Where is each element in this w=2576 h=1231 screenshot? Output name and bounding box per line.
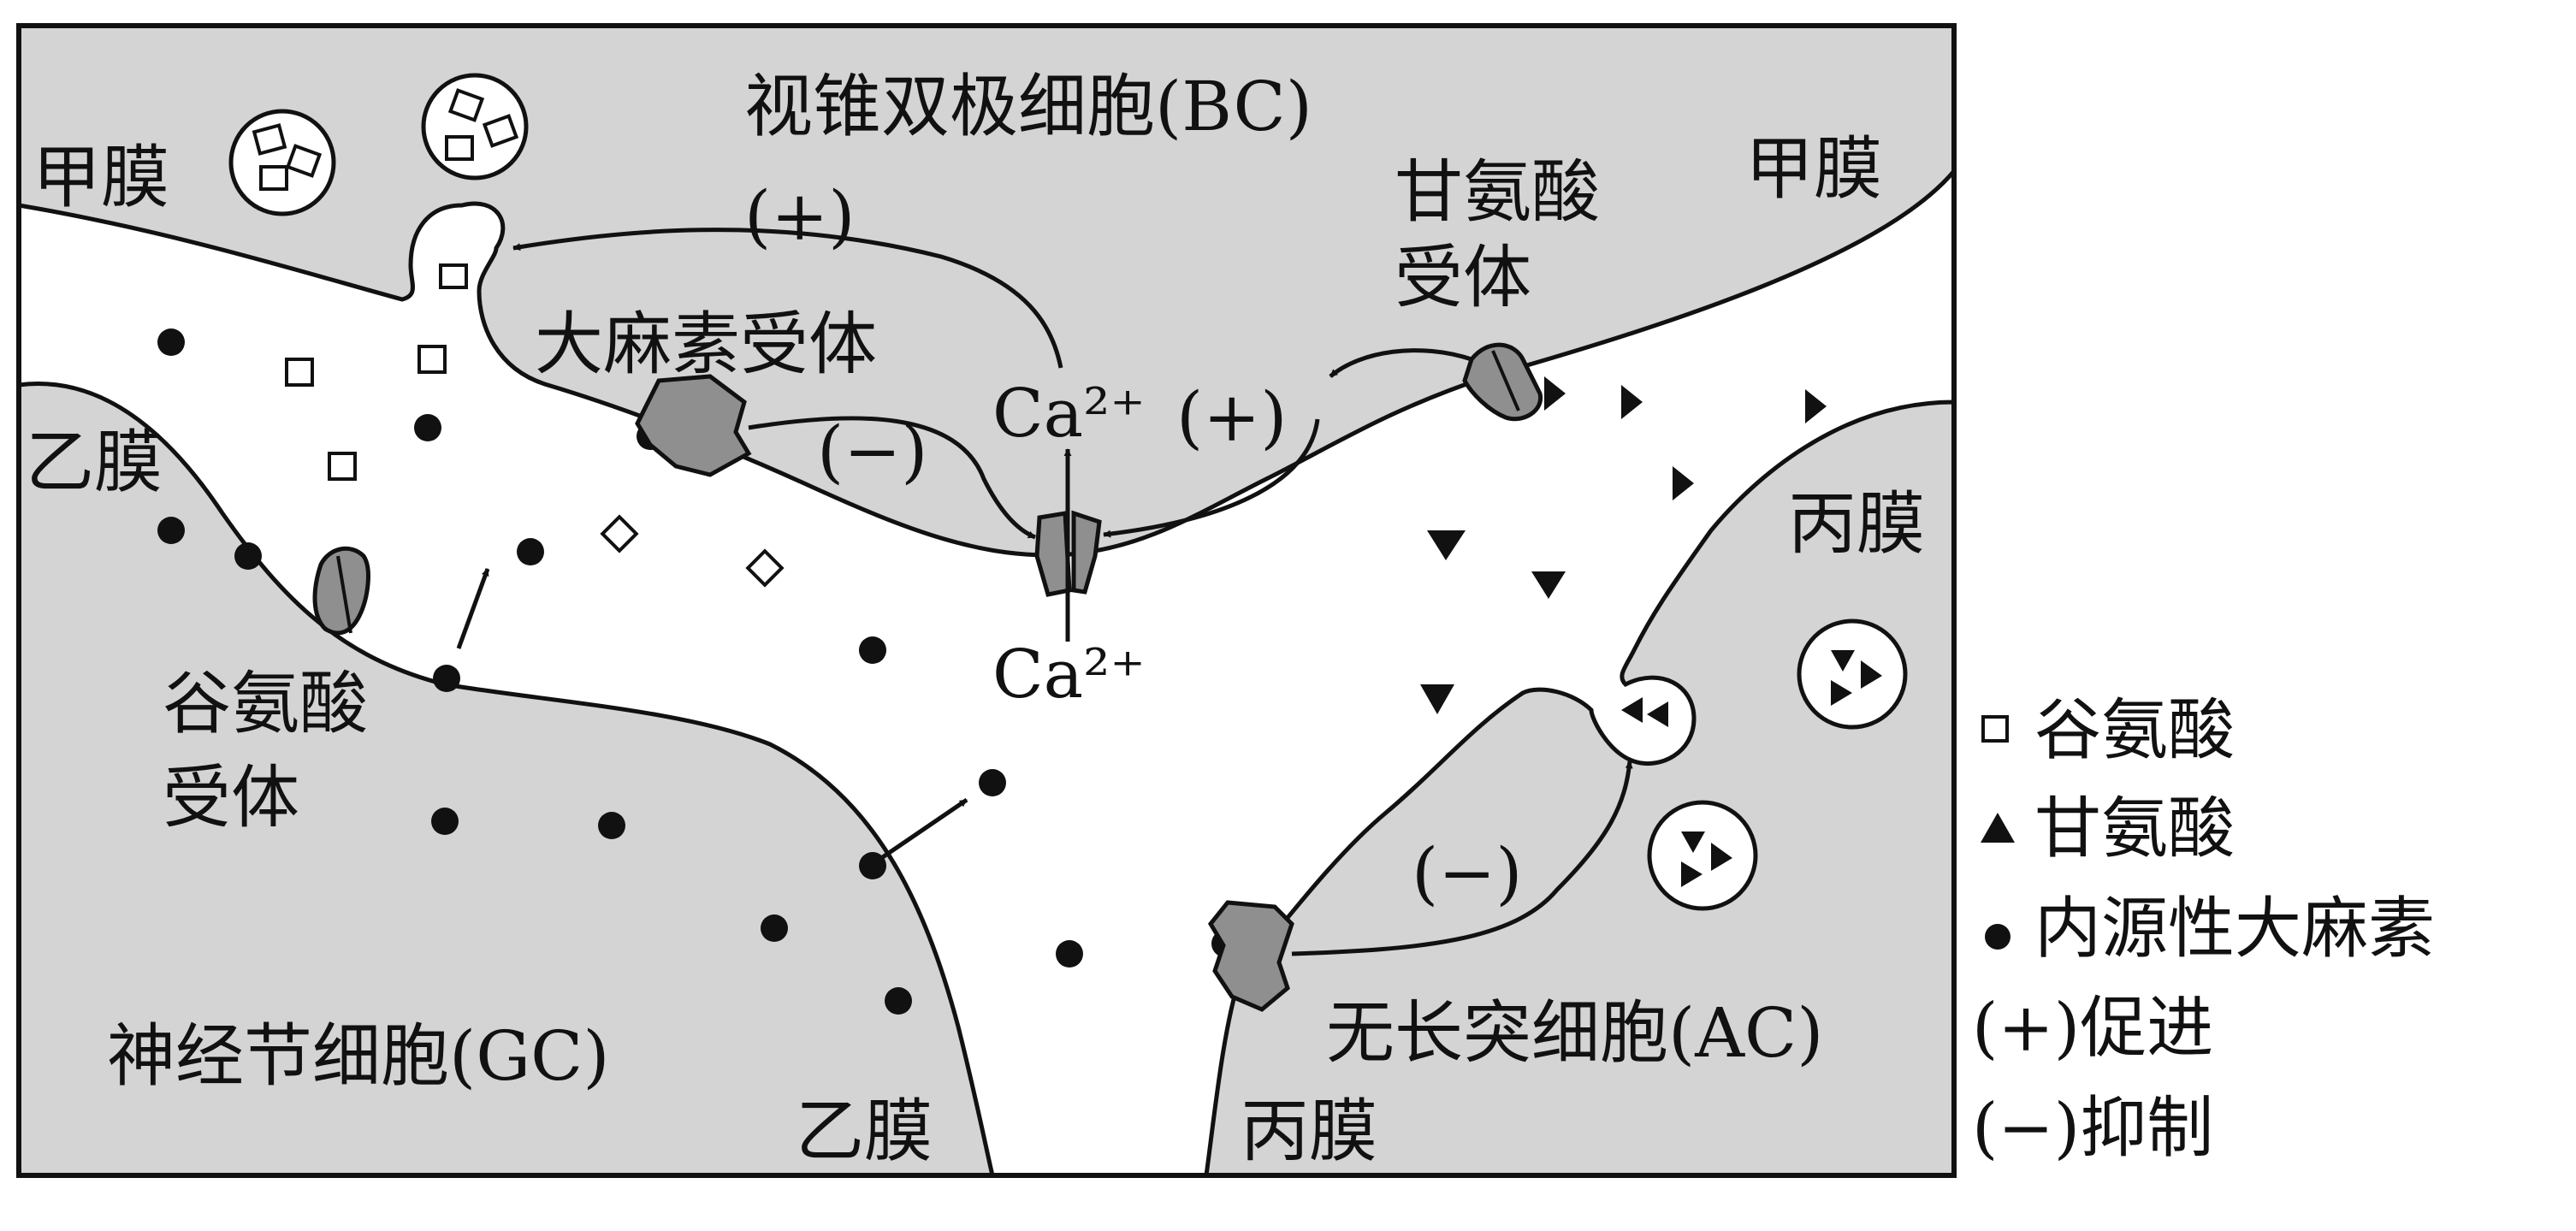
label-ac-cell: 无长突细胞(AC) — [1326, 993, 1823, 1073]
glutamate-receptor — [312, 546, 370, 636]
label-plus-top: (+) — [744, 176, 855, 256]
bc-vesicle-1 — [228, 109, 336, 216]
arrow-plus-mid — [1103, 418, 1320, 538]
label-minus-mid: (−) — [817, 411, 927, 491]
label-glutamate-receptor-1: 谷氨酸 — [163, 664, 368, 743]
label-ca-bottom: Ca²⁺ — [992, 636, 1146, 713]
label-membrane-yi-left: 乙膜 — [26, 423, 163, 502]
fusing-glycine-2 — [1647, 701, 1668, 727]
label-bc-cell: 视锥双极细胞(BC) — [744, 67, 1312, 146]
legend-endocannabinoid-icon — [1985, 924, 2010, 950]
fusing-glycine-1 — [1621, 697, 1643, 723]
diagram-frame — [16, 23, 1957, 1178]
label-glycine-receptor-2: 受体 — [1395, 238, 1531, 317]
label-plus-mid: (+) — [1176, 377, 1287, 457]
gc-cell-body — [16, 382, 996, 1178]
diamond-molecules — [600, 514, 785, 588]
glycine-receptor — [1462, 342, 1543, 422]
label-gc-cell: 神经节细胞(GC) — [107, 1016, 610, 1096]
legend-glycine: 甘氨酸 — [2034, 790, 2235, 867]
label-membrane-jia-right: 甲膜 — [1745, 129, 1882, 209]
fusing-vesicle-glutamate — [439, 263, 468, 289]
calcium-channel — [1034, 510, 1102, 597]
arrow-glycine-receptor — [1329, 348, 1472, 378]
label-cannabinoid-receptor: 大麻素受体 — [535, 305, 877, 384]
glutamate-molecules — [285, 345, 447, 481]
ac-receptor — [1207, 900, 1294, 1012]
legend-glycine-icon — [1981, 813, 2015, 843]
arrow-minus-mid — [748, 416, 1036, 540]
legend-glutamate-icon — [1981, 715, 2009, 743]
label-membrane-bing-right: 丙膜 — [1788, 484, 1925, 564]
label-membrane-jia-left: 甲膜 — [33, 138, 169, 217]
label-minus-bottom: (−) — [1412, 833, 1522, 913]
bc-vesicle-2 — [421, 73, 529, 181]
arrow-plus-top — [512, 228, 1063, 369]
legend: 谷氨酸 甘氨酸 内源性大麻素 (+)促进 (−)抑制 — [1972, 692, 2435, 1167]
cannabinoid-receptor — [635, 374, 752, 477]
label-glutamate-receptor-2: 受体 — [163, 758, 299, 837]
legend-inhibit: (−)抑制 — [1972, 1090, 2213, 1167]
label-membrane-bing-bottom: 丙膜 — [1241, 1092, 1377, 1171]
arrow-gc-right — [871, 797, 968, 867]
label-ca-top: Ca²⁺ — [992, 376, 1146, 453]
legend-promote: (+)促进 — [1972, 990, 2213, 1067]
arrow-minus-bottom — [1291, 760, 1633, 956]
label-glycine-receptor-1: 甘氨酸 — [1395, 152, 1600, 232]
endocannabinoid-molecules — [157, 328, 1239, 1015]
glycine-molecules — [1420, 376, 1827, 714]
legend-endocannabinoid: 内源性大麻素 — [2034, 891, 2435, 968]
legend-glutamate: 谷氨酸 — [2034, 692, 2235, 769]
ac-vesicle-1 — [1797, 618, 1908, 730]
ac-vesicle-2 — [1647, 800, 1758, 911]
arrow-gc-left — [456, 568, 490, 649]
label-membrane-yi-bottom: 乙膜 — [796, 1092, 933, 1171]
